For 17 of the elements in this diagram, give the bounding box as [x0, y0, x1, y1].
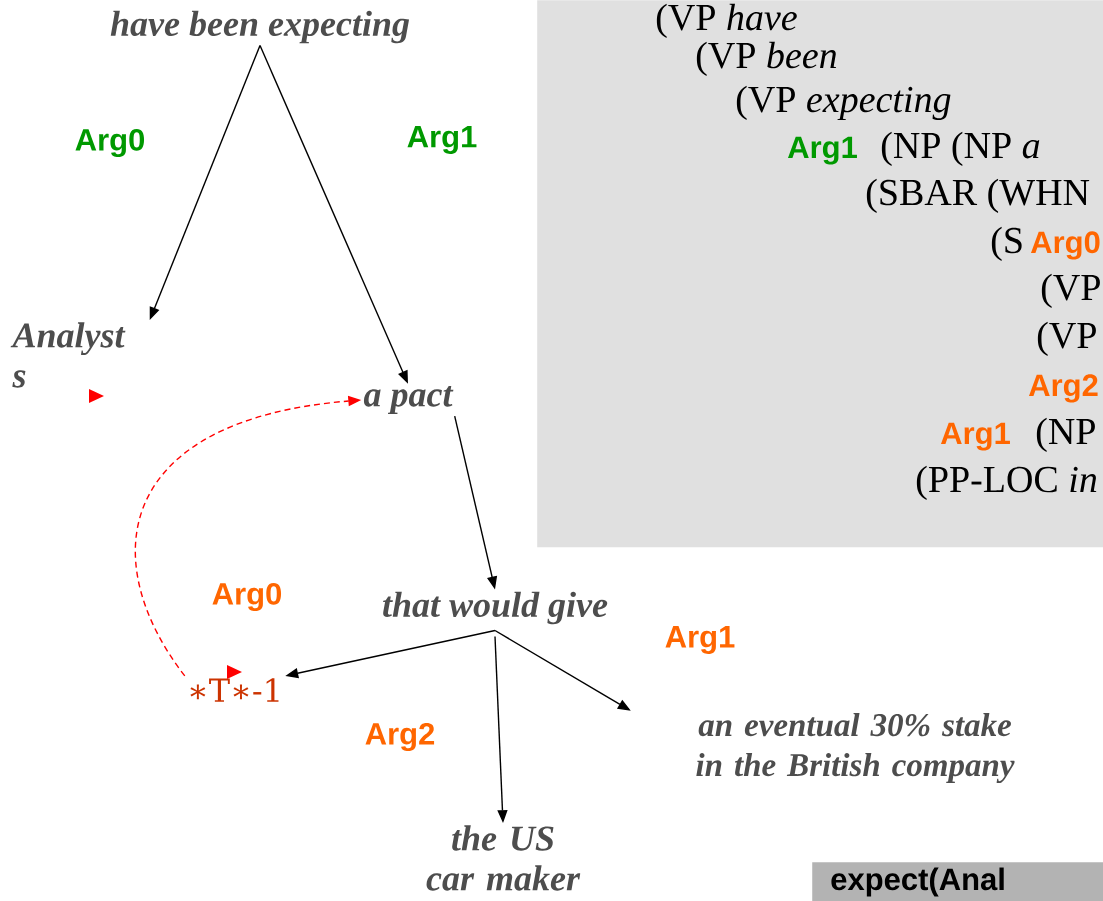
edge-label: Arg2	[362, 720, 438, 754]
phrase-text: the US car maker	[426, 825, 581, 891]
edge-label: Arg0	[72, 126, 148, 160]
argument-tag: Arg0	[1030, 231, 1100, 260]
argument-tag: Arg1	[940, 422, 1010, 451]
trace-text: ∗T∗-1	[190, 678, 279, 702]
argument-tag: Arg1	[787, 136, 857, 165]
formula-box: expect(Anal	[812, 862, 1103, 901]
phrase-text: a pact	[363, 386, 454, 414]
phrase-text: that would give	[383, 591, 608, 625]
edge-label: Arg1	[662, 624, 738, 656]
argument-tag: Arg2	[1029, 374, 1098, 403]
edge-label: Arg1	[404, 124, 480, 156]
edge-label: Arg0	[209, 580, 285, 614]
phrase-text: have been expecting	[110, 10, 410, 44]
phrase-text: an eventual 30% stake in the British company	[696, 713, 1015, 783]
phrase-text: Analyst s	[10, 322, 126, 388]
